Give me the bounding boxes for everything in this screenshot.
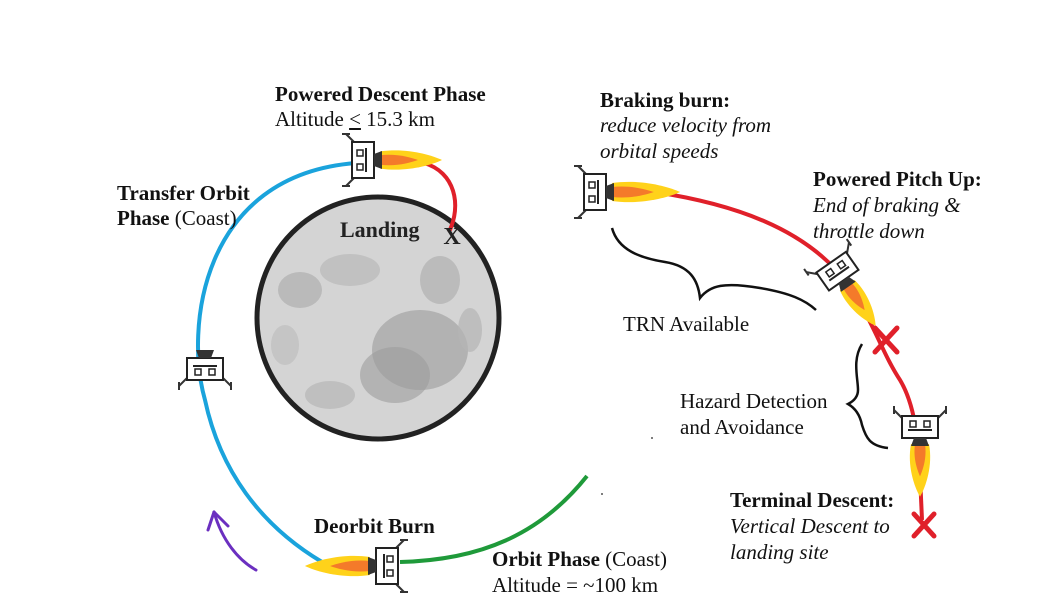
pitch-up-line2: throttle down <box>813 219 925 243</box>
orbit-phase-title: Orbit Phase (Coast) <box>492 546 667 572</box>
orbit-phase-altitude: Altitude = ~100 km <box>492 573 659 597</box>
trn-brace-icon <box>610 227 817 311</box>
pitch-up-title: Powered Pitch Up: <box>813 167 982 191</box>
trajectory-x-marker-icon <box>872 325 900 355</box>
braking-burn-line2: orbital speeds <box>600 139 719 163</box>
transfer-orbit-title-line1: Transfer Orbit <box>117 181 250 205</box>
transfer-orbit-path <box>196 161 357 564</box>
altitude-prefix: Altitude <box>275 107 350 131</box>
braking-burn-line1: reduce velocity from <box>600 113 772 137</box>
hazard-line2: and Avoidance <box>680 415 804 439</box>
lander-powered-descent <box>341 133 442 187</box>
landing-x-marker: X <box>443 224 461 250</box>
hazard-line1: Hazard Detection <box>680 389 828 413</box>
lander-deorbit-burn <box>304 539 409 593</box>
trn-available-label: TRN Available <box>623 312 750 336</box>
terminal-descent-title: Terminal Descent: <box>730 488 895 512</box>
altitude-symbol: < <box>349 107 361 131</box>
deorbit-burn-title: Deorbit Burn <box>314 514 435 538</box>
moon <box>254 194 502 442</box>
pitch-up-line1: End of braking & <box>813 193 961 217</box>
terminal-descent-line2: landing site <box>730 540 829 564</box>
powered-descent-altitude: Altitude < 15.3 km <box>275 106 435 132</box>
annotation-arrow-icon <box>206 510 258 572</box>
transfer-orbit-suffix: (Coast) <box>169 206 237 230</box>
lander-terminal-descent <box>893 405 947 497</box>
braking-burn-title: Braking burn: <box>600 88 731 112</box>
orbit-phase-title-bold: Orbit Phase <box>492 547 600 571</box>
landing-label: Landing <box>340 217 420 242</box>
orbit-phase-path <box>399 474 589 564</box>
lander-transfer-orbit <box>178 349 232 391</box>
landing-site-x-marker-icon <box>911 511 937 539</box>
transfer-orbit-title-line2: Phase (Coast) <box>117 205 237 231</box>
transfer-orbit-phase-word: Phase <box>117 206 170 230</box>
altitude-value: 15.3 km <box>360 107 436 131</box>
terminal-descent-line1: Vertical Descent to <box>730 514 890 538</box>
powered-descent-path <box>423 161 458 233</box>
powered-descent-title: Powered Descent Phase <box>275 82 486 106</box>
orbit-phase-suffix: (Coast) <box>599 547 667 571</box>
hazard-brace-icon <box>845 343 889 450</box>
lander-braking-burn <box>573 165 681 219</box>
